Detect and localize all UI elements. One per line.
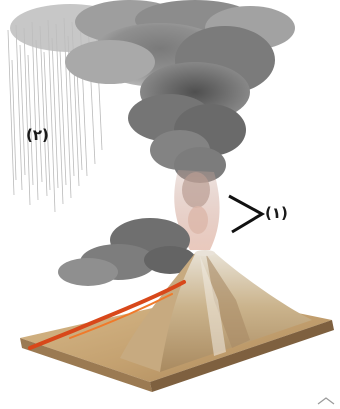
pointer-arrow (229, 196, 262, 232)
lower-ash-billows (58, 218, 196, 286)
ash-rain-label: (٢) (26, 128, 49, 143)
corner-mark (318, 398, 334, 404)
eruption-vent-label: (١) (265, 206, 288, 221)
